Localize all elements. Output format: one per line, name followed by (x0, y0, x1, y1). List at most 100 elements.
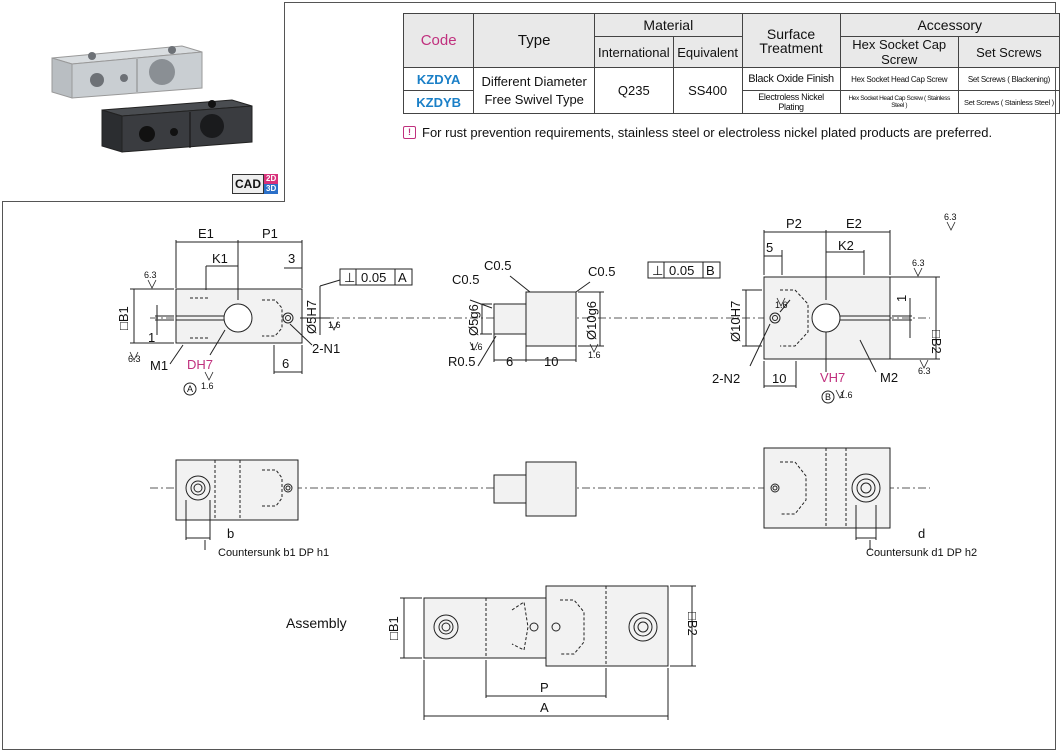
product-photo-image (51, 45, 253, 153)
roughness-16-a: 1.6 (201, 381, 214, 391)
dim-phi10h7: Ø10H7 (728, 301, 743, 342)
type-cell: Different Diameter Free Swivel Type (473, 67, 596, 114)
assembly-label: Assembly (286, 615, 347, 631)
chamfer-c05-a: C0.5 (484, 258, 511, 273)
roughness-16-d: 1.6 (588, 350, 601, 360)
dim-k2: K2 (838, 238, 854, 253)
roughness-63-e: 6.3 (918, 366, 931, 376)
warning-icon: ! (403, 126, 416, 139)
tol2-perp-icon: ⊥ (652, 263, 663, 278)
roughness-63-d: 6.3 (912, 258, 925, 268)
dim-m1: M1 (150, 358, 168, 373)
shaft-top-small (493, 474, 527, 504)
cad-label: CAD (232, 174, 264, 194)
dim-b: b (227, 526, 234, 541)
row-hex-kzdyb: Hex Socket Head Cap Screw ( Stainless St… (839, 90, 959, 114)
left-bore-circle (223, 303, 253, 333)
row-code-kzdyb: KZDYB (402, 90, 475, 114)
rust-note: ! For rust prevention requirements, stai… (403, 125, 992, 140)
dim-p1: P1 (262, 226, 278, 241)
dim-b2: □B2 (929, 330, 944, 354)
dim-6-shaft: 6 (506, 354, 513, 369)
shaft-large-end (525, 291, 577, 347)
header-international: International (594, 36, 674, 68)
dim-phi5h7: Ø5H7 (304, 300, 319, 334)
type-l2: Free Swivel Type (484, 91, 584, 107)
right-set-hole (769, 312, 781, 324)
equivalent-cell: SS400 (672, 67, 743, 114)
right-countersunk-outer (851, 473, 881, 503)
header-surface: Surface Treatment (741, 13, 841, 68)
left-set-hole (282, 312, 294, 324)
assembly-right-block (545, 585, 669, 667)
left-block-top (175, 459, 299, 521)
assembly-dim-a: A (540, 700, 549, 715)
roughness-16-f: 1.6 (840, 390, 853, 400)
roughness-63-c: 6.3 (944, 212, 957, 222)
assembly-dim-b2: □B2 (685, 612, 700, 636)
chamfer-c05-b: C0.5 (452, 272, 479, 287)
dim-2-n1: 2-N1 (312, 341, 340, 356)
dim-vh7: VH7 (820, 370, 845, 385)
assembly-dim-b1: □B1 (386, 616, 401, 640)
row-code-kzdya: KZDYA (402, 67, 475, 91)
tol2-ref: B (706, 263, 715, 278)
roughness-63-a: 6.3 (144, 270, 157, 280)
assembly-dim-p: P (540, 680, 549, 695)
dim-k1: K1 (212, 251, 228, 266)
chamfer-c05-c: C0.5 (588, 264, 615, 279)
spec-table: Code Type Material Surface Treatment Acc… (402, 13, 1060, 114)
dim-1-left: 1 (148, 330, 155, 345)
header-surface-l2: Treatment (759, 39, 823, 56)
header-hex: Hex Socket Cap Screw (839, 36, 959, 68)
rust-note-text: For rust prevention requirements, stainl… (422, 125, 993, 140)
dim-phi10g6: Ø10g6 (584, 301, 599, 340)
dim-3: 3 (288, 251, 295, 266)
datum-a: A (187, 384, 193, 394)
tol1-value: 0.05 (361, 270, 386, 285)
row-hex-kzdya: Hex Socket Head Cap Screw (839, 67, 959, 91)
dim-6-left: 6 (282, 356, 289, 371)
right-block-top (763, 447, 891, 529)
tol2-value: 0.05 (669, 263, 694, 278)
dim-phi5g6: Ø5g6 (466, 304, 481, 336)
countersunk-d-note: Countersunk d1 DP h2 (866, 547, 977, 559)
dim-e1: E1 (198, 226, 214, 241)
header-accessory: Accessory (839, 13, 1060, 37)
dim-dh7: DH7 (187, 357, 213, 372)
header-code: Code (402, 13, 475, 68)
roughness-16-e: 1.6 (775, 300, 788, 310)
header-material: Material (594, 13, 743, 37)
shaft-top-large (525, 461, 577, 517)
header-surface-l1: Surface (766, 25, 816, 42)
dim-r05: R0.5 (448, 354, 475, 369)
dim-5: 5 (766, 240, 773, 255)
shaft-small-end (493, 303, 527, 335)
right-bore-circle (811, 303, 841, 333)
dim-d: d (918, 526, 925, 541)
header-equivalent: Equivalent (672, 36, 743, 68)
type-l1: Different Diameter (481, 73, 587, 89)
dim-10-right: 10 (772, 371, 786, 386)
row-surface-kzdyb: Electroless Nickel Plating (741, 90, 841, 114)
dim-p2: P2 (786, 216, 802, 231)
cad-badge[interactable]: CAD 2D 3D (232, 174, 279, 194)
cad-3d-label: 3D (264, 184, 279, 194)
cad-2d-label: 2D (264, 174, 279, 184)
roughness-16-c: 1.6 (470, 342, 483, 352)
row-set-kzdyb: Set Screws ( Stainless Steel ) (957, 90, 1060, 114)
dim-b1: □B1 (116, 306, 131, 330)
dim-1-right: 1 (894, 295, 909, 302)
product-photo: CAD 2D 3D (2, 2, 285, 202)
datum-b: B (825, 392, 831, 402)
dim-2-n2: 2-N2 (712, 371, 740, 386)
dim-10-shaft: 10 (544, 354, 558, 369)
roughness-16-b: 1.6 (328, 320, 341, 330)
dim-e2: E2 (846, 216, 862, 231)
header-type: Type (473, 13, 596, 68)
row-surface-kzdya: Black Oxide Finish (741, 67, 841, 91)
roughness-63-b: 6.3 (128, 354, 141, 364)
tol1-ref: A (398, 270, 407, 285)
